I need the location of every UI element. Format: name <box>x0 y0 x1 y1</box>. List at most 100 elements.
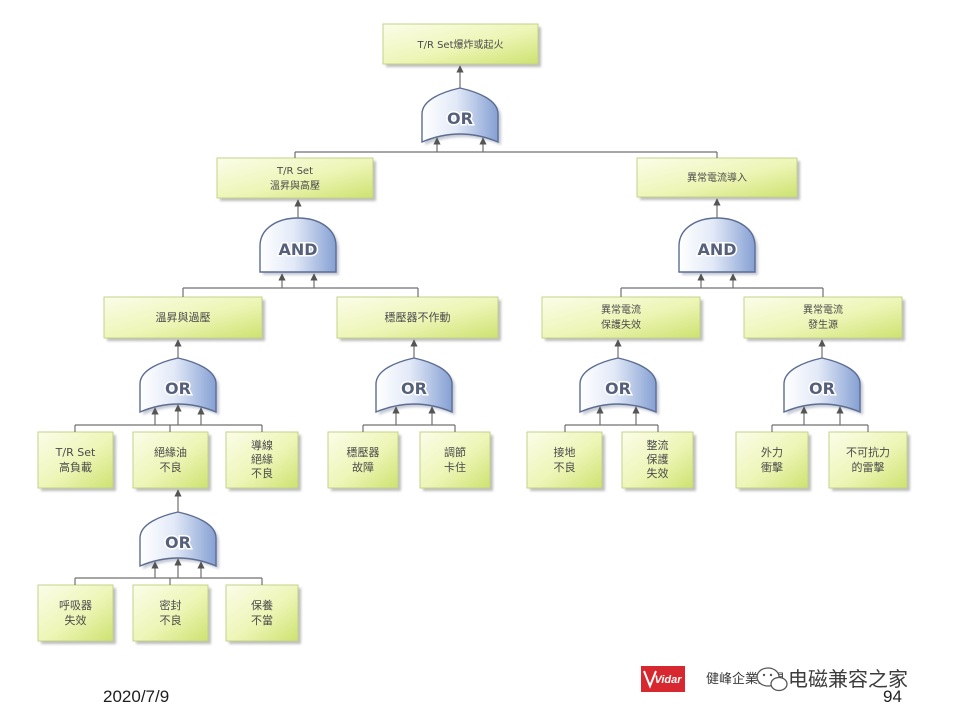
or-gate-shape <box>783 357 861 414</box>
event-label: 密封 <box>160 598 182 612</box>
event-temp-hv: T/R Set 溫昇與高壓 <box>216 157 376 201</box>
event-label: 保護失效 <box>601 318 641 331</box>
event-box <box>132 584 209 642</box>
connectors <box>74 65 869 585</box>
event-label: 溫昇與過壓 <box>156 310 211 324</box>
or-gate-source: OR <box>783 357 863 415</box>
chat-bubble-dot <box>769 673 773 677</box>
event-label: 絕緣油 <box>154 445 187 459</box>
event-box <box>216 157 374 199</box>
gate-label: OR <box>605 379 631 398</box>
event-label: 發生源 <box>808 318 838 331</box>
event-label: 卡住 <box>444 460 466 474</box>
chat-bubble-dot <box>762 673 766 677</box>
event-label: T/R Set爆炸或起火 <box>416 39 503 51</box>
event-maintenance-bad: 保養 不當 <box>225 584 301 644</box>
gate-label: OR <box>447 109 473 128</box>
event-label: 絕緣 <box>251 453 273 466</box>
event-label: 不良 <box>554 460 576 474</box>
event-label: 的雷擊 <box>852 460 885 474</box>
event-high-load: T/R Set 高負載 <box>37 431 116 491</box>
logo-swoosh <box>643 670 657 689</box>
or-gate-shape <box>139 357 217 414</box>
event-label: 整流 <box>647 438 669 452</box>
event-label: 保護 <box>647 452 669 466</box>
event-box <box>225 431 299 489</box>
event-box <box>743 296 903 339</box>
event-label: 調節 <box>444 445 466 459</box>
or-gate-protection: OR <box>579 357 659 415</box>
event-label: 呼吸器 <box>59 599 92 612</box>
gate-label: OR <box>401 379 427 398</box>
and-gate-abnormal-current: AND <box>678 217 758 275</box>
event-adjust-stuck: 調節 卡住 <box>419 431 493 491</box>
event-regulator-fault: 穩壓器 故障 <box>327 431 401 491</box>
event-label: 故障 <box>352 460 374 474</box>
event-label: 保養 <box>251 598 273 612</box>
watermark-text: 电磁兼容之家 <box>788 667 908 691</box>
event-current-protection-fail: 異常電流 保護失效 <box>541 296 703 341</box>
and-gate-shape <box>259 217 337 273</box>
or-gate-shape <box>375 357 453 414</box>
event-breather-fail: 呼吸器 失效 <box>37 584 116 644</box>
event-box <box>526 431 603 489</box>
event-box <box>132 431 209 489</box>
event-label: 異常電流導入 <box>687 171 747 184</box>
chat-bubble-icon <box>756 667 788 692</box>
event-temp-overvolt: 溫昇與過壓 <box>103 296 265 341</box>
gate-label: OR <box>165 533 191 552</box>
event-label: 溫昇與高壓 <box>270 179 320 192</box>
and-gate-temp-hv: AND <box>259 217 339 275</box>
event-regulator-fail: 穩壓器不作動 <box>336 296 501 341</box>
event-label: 穩壓器 <box>347 445 380 459</box>
slide-date: 2020/7/9 <box>103 687 169 706</box>
event-label: 不可抗力 <box>846 445 890 459</box>
company-logo: Vidar <box>641 666 685 692</box>
event-label: 失效 <box>647 466 669 480</box>
event-label: 異常電流 <box>601 303 641 316</box>
event-box <box>419 431 491 489</box>
event-wire-insulation-bad: 導線 絕緣 不良 <box>225 431 301 491</box>
or-gate-regulator: OR <box>375 357 455 415</box>
event-label: 衝擊 <box>761 460 783 474</box>
event-label: 失效 <box>65 613 87 627</box>
event-label: 導線 <box>251 438 273 452</box>
gate-label: AND <box>278 240 317 259</box>
event-abnormal-current: 異常電流導入 <box>636 157 800 200</box>
event-box <box>37 431 114 489</box>
logo-text: Vidar <box>654 674 682 686</box>
event-label: 不當 <box>251 614 273 627</box>
event-label: 接地 <box>554 446 576 459</box>
event-label: 穩壓器不作動 <box>385 310 451 324</box>
event-current-source: 異常電流 發生源 <box>743 296 905 341</box>
logo-background <box>641 666 685 692</box>
event-label: 不良 <box>160 460 182 474</box>
slide-footer: 2020/7/9 Vidar 健峰企業顧問 电磁兼容之家 94 <box>103 666 909 706</box>
or-gate-shape <box>579 357 657 414</box>
event-box <box>541 296 701 339</box>
event-label: 異常電流 <box>803 303 843 316</box>
event-seal-bad: 密封 不良 <box>132 584 211 644</box>
event-oil-bad: 絕緣油 不良 <box>132 431 211 491</box>
or-gate-shape <box>139 511 217 568</box>
event-box <box>735 431 809 489</box>
event-label: 不良 <box>160 613 182 627</box>
event-box <box>828 431 908 489</box>
event-box <box>336 296 499 339</box>
gate-label: OR <box>165 379 191 398</box>
event-top: T/R Set爆炸或起火 <box>382 23 541 67</box>
chat-bubble-small <box>770 676 788 692</box>
gate-label: OR <box>809 379 835 398</box>
event-box <box>37 584 114 642</box>
event-box <box>636 157 798 198</box>
event-box <box>327 431 399 489</box>
event-label: 外力 <box>761 446 783 459</box>
event-label: 不良 <box>251 466 273 480</box>
or-gate-top: OR <box>421 87 501 145</box>
event-external-impact: 外力 衝擊 <box>735 431 811 491</box>
event-box <box>621 431 694 489</box>
event-box <box>225 584 299 642</box>
or-gate-oil: OR <box>139 511 219 569</box>
event-box <box>382 23 539 65</box>
